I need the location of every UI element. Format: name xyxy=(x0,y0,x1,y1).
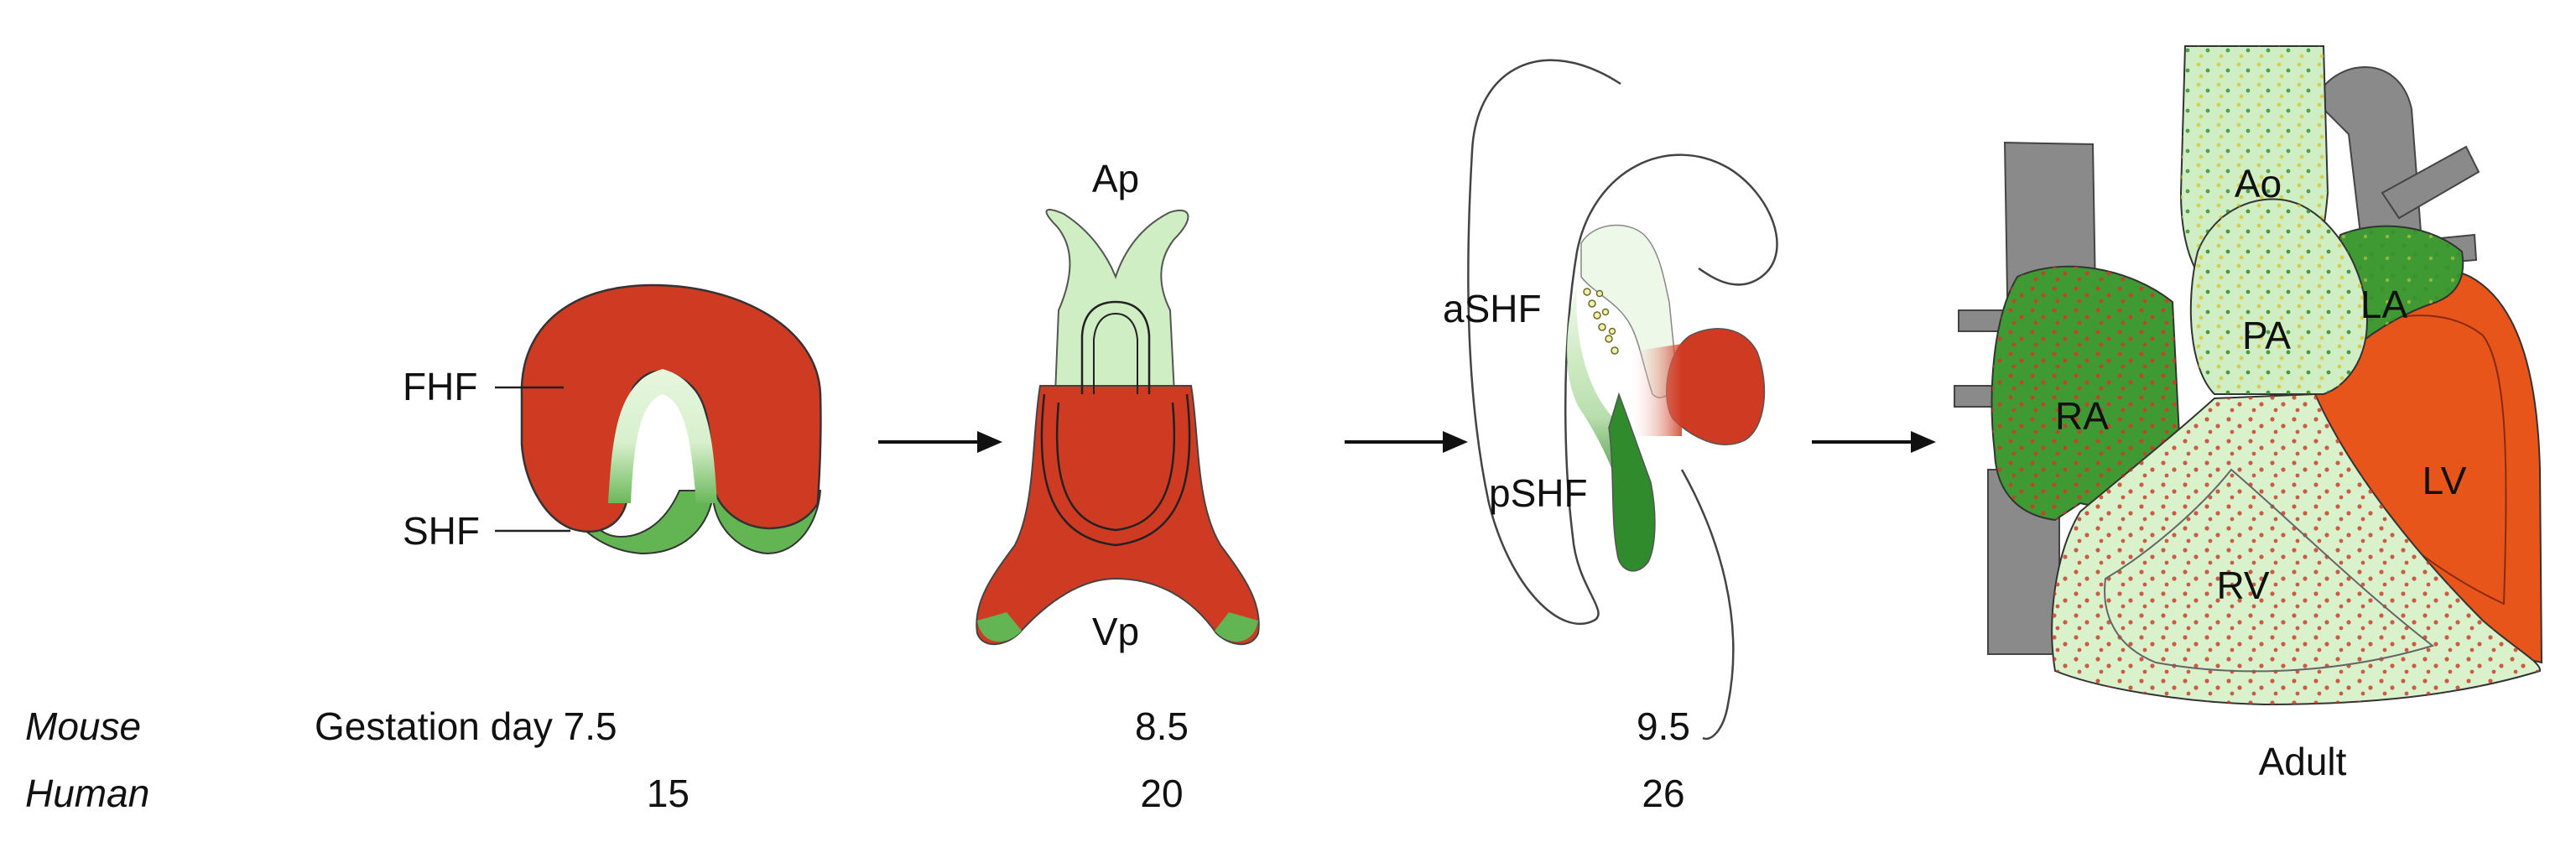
timeline-mouse-day-3: 9.5 xyxy=(1637,704,1690,748)
embryo-outline xyxy=(1467,59,1778,626)
cardiac-crescent xyxy=(495,283,822,555)
vp-left-green xyxy=(977,612,1022,642)
label-fhf: FHF xyxy=(403,365,478,408)
label-vp: Vp xyxy=(1091,610,1140,653)
label-shf: SHF xyxy=(403,509,480,553)
timeline-adult-label: Adult xyxy=(2258,740,2347,783)
arrow-1 xyxy=(878,431,1002,453)
label-pshf: pSHF xyxy=(1489,471,1588,515)
inner-green-arch xyxy=(608,369,717,503)
label-ra: RA xyxy=(2055,394,2109,438)
timeline-human-day-1: 15 xyxy=(646,772,690,815)
timeline-human-day-2: 20 xyxy=(1140,772,1184,815)
tail-outline xyxy=(1680,469,1735,741)
tube-neck-inner xyxy=(1093,312,1138,394)
tube-inner-outline xyxy=(1055,402,1176,532)
timeline-mouse-label: Mouse xyxy=(25,704,142,748)
ashf-cells xyxy=(1583,288,1619,355)
label-ashf: aSHF xyxy=(1443,287,1542,330)
label-lv: LV xyxy=(2422,459,2467,502)
tube-outer-outline xyxy=(1040,393,1191,547)
rv-inner-outline xyxy=(2104,468,2435,673)
arrow-2 xyxy=(1345,431,1468,453)
arrow-3 xyxy=(1812,431,1936,453)
label-rv: RV xyxy=(2216,564,2270,607)
fhf-region xyxy=(520,283,822,533)
label-pa: PA xyxy=(2242,314,2291,357)
timeline-human-label: Human xyxy=(25,772,150,815)
label-la: LA xyxy=(2360,283,2408,326)
timeline-mouse-day-2: 8.5 xyxy=(1135,704,1189,748)
looping-embryo xyxy=(1467,59,1778,741)
timeline-gestation-text: Gestation day 7.5 xyxy=(315,704,617,748)
pshf-tube xyxy=(1608,392,1656,572)
label-ap: Ap xyxy=(1091,157,1140,200)
linear-heart-tube xyxy=(976,209,1260,646)
ventricle-body xyxy=(976,385,1260,646)
timeline-human-day-3: 26 xyxy=(1642,772,1685,815)
ventricle-fade xyxy=(1627,344,1682,436)
tube-neck-outline xyxy=(1080,300,1151,394)
label-ao: Ao xyxy=(2234,162,2282,205)
adult-heart xyxy=(1954,45,2543,706)
vp-right-green xyxy=(1215,612,1258,642)
